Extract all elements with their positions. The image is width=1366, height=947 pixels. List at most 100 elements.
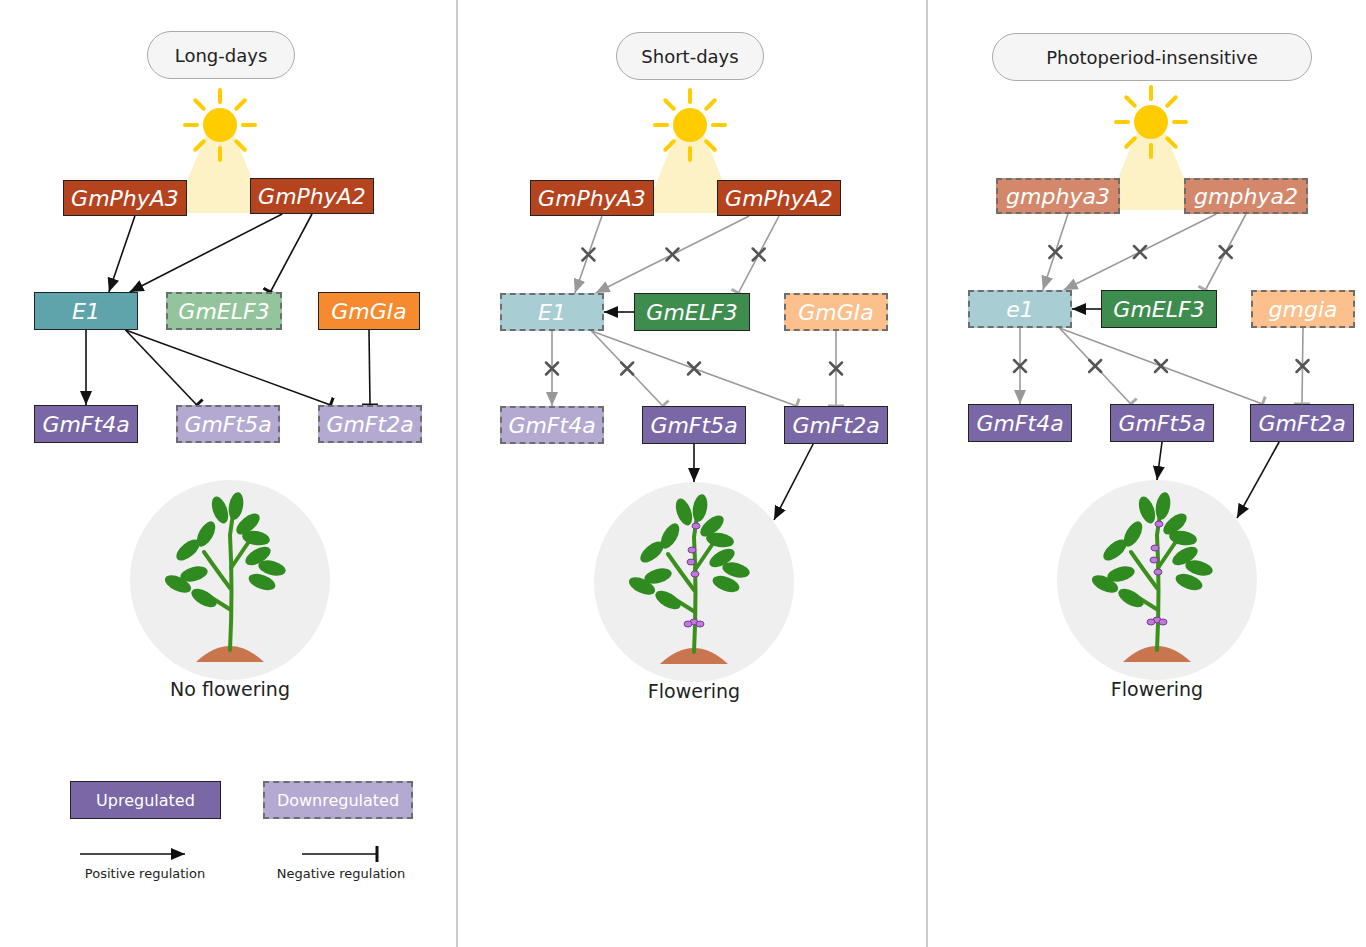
sun-ray	[195, 100, 203, 108]
gene-box: GmELF3	[1101, 290, 1217, 328]
outcome-label: No flowering	[170, 678, 290, 700]
sun-ray	[236, 141, 244, 149]
flower	[687, 559, 695, 565]
gene-box: gmgia	[1251, 290, 1355, 328]
legend-line-sample	[302, 853, 377, 855]
condition-title: Photoperiod-insensitive	[1046, 47, 1258, 68]
blocked-cross	[830, 363, 842, 375]
cross-stroke	[1134, 246, 1146, 258]
gene-box: E1	[34, 292, 138, 330]
gene-name: GmGIa	[798, 300, 874, 325]
cross-stroke	[1297, 360, 1309, 372]
flower	[691, 571, 699, 577]
legend-swatch: Downregulated	[263, 781, 413, 819]
activation-connector	[596, 216, 750, 293]
activation-connector	[1237, 442, 1279, 518]
blocked-cross	[666, 249, 678, 261]
legend-label: Downregulated	[277, 791, 399, 810]
sun-ray	[665, 100, 673, 108]
sun-ray	[185, 123, 197, 127]
panel-divider	[927, 0, 928, 947]
leaf	[246, 571, 277, 594]
gene-box: GmFt4a	[500, 406, 604, 444]
legend-entry: Positive regulation	[85, 866, 205, 881]
leaf	[227, 491, 246, 521]
inhibition-connector	[1205, 214, 1246, 290]
connector-group	[86, 214, 1309, 520]
condition-label: Short-days	[616, 32, 764, 80]
activation-connector	[109, 216, 135, 292]
plant-background	[130, 480, 330, 680]
sun-ray	[195, 141, 203, 149]
activation-connector	[774, 444, 813, 520]
gene-name: GmFt4a	[42, 412, 129, 437]
condition-label: Long-days	[147, 31, 295, 79]
cross-stroke	[1049, 246, 1061, 258]
flower	[1154, 569, 1162, 575]
condition-title: Long-days	[175, 45, 268, 66]
gene-box: gmphya2	[1184, 178, 1308, 214]
leaf	[1089, 572, 1120, 597]
sun-ray	[1126, 138, 1134, 146]
gene-box: GmFt5a	[176, 405, 280, 443]
plant-stem	[1131, 552, 1157, 588]
flower	[1147, 619, 1155, 625]
gene-box: GmELF3	[634, 293, 750, 331]
plant-illustration	[594, 482, 794, 682]
inhibition-connector	[592, 331, 663, 406]
gene-box: e1	[968, 290, 1072, 328]
blocked-cross	[1134, 246, 1146, 258]
sun-ray	[1167, 138, 1175, 146]
gene-name: E1	[538, 300, 566, 325]
blocked-cross	[546, 363, 558, 375]
activation-connector	[604, 311, 634, 313]
inhibition-connector	[369, 330, 370, 405]
blocked-cross	[753, 249, 765, 261]
cross-stroke	[688, 363, 700, 375]
gene-name: GmELF3	[646, 300, 737, 325]
leaf	[1168, 529, 1198, 548]
blocked-cross	[1049, 246, 1061, 258]
cross-stroke	[1014, 360, 1026, 372]
activation-connector	[130, 214, 283, 292]
cross-stroke	[753, 249, 765, 261]
inhibition-connector	[1060, 328, 1131, 404]
leaf	[705, 531, 735, 550]
cross-stroke	[1049, 246, 1061, 258]
gene-box: GmPhyA3	[63, 180, 187, 216]
sun-disc	[673, 108, 707, 142]
gene-name: GmFt2a	[326, 412, 413, 437]
leaf	[1115, 585, 1146, 611]
cross-stroke	[621, 363, 633, 375]
inhibition-connector	[1060, 328, 1263, 404]
sun-ray	[236, 100, 244, 108]
blocked-cross	[1297, 360, 1309, 372]
gene-name: GmFt4a	[508, 413, 595, 438]
leaf	[1154, 491, 1173, 521]
cross-stroke	[1089, 360, 1101, 372]
gene-box: GmPhyA2	[717, 180, 841, 216]
plant-outcome: Flowering	[594, 482, 794, 682]
gene-name: GmFt5a	[184, 412, 271, 437]
condition-title: Short-days	[641, 46, 738, 67]
activation-connector	[1157, 442, 1162, 480]
sun-ray	[688, 90, 692, 102]
sun-ray	[218, 148, 222, 160]
gene-box: GmFt2a	[318, 405, 422, 443]
plant-stem	[668, 554, 694, 590]
sun-ray	[1149, 145, 1153, 157]
leaf	[188, 585, 219, 611]
gene-name: GmFt2a	[1258, 411, 1345, 436]
flower	[1150, 557, 1158, 563]
sun-ray	[243, 123, 255, 127]
cross-stroke	[582, 249, 594, 261]
sun-ray	[665, 141, 673, 149]
leaf	[710, 573, 741, 596]
blocked-cross	[1089, 360, 1101, 372]
activation-connector	[1043, 214, 1068, 290]
sun-ray	[1126, 97, 1134, 105]
plant-illustration	[130, 480, 330, 680]
flower	[692, 523, 700, 529]
plant-outcome: Flowering	[1057, 480, 1257, 680]
